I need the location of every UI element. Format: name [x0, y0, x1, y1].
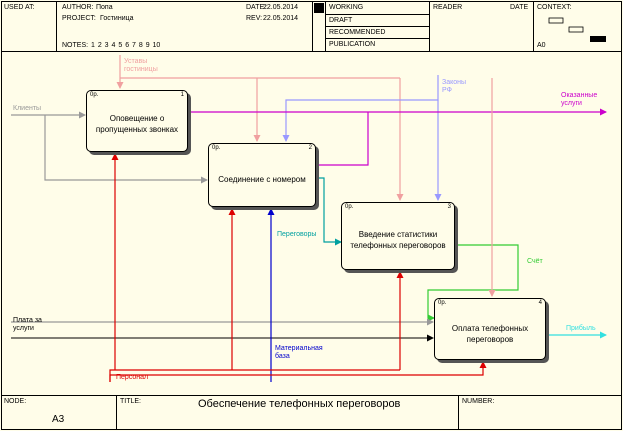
project-label: PROJECT:	[62, 15, 96, 22]
used-at-label: USED AT:	[4, 4, 35, 11]
diagram-title: Обеспечение телефонных переговоров	[198, 398, 401, 410]
label-plata: Плата за услуги	[13, 317, 42, 332]
arrow-personal	[109, 153, 487, 382]
author-value: Попа	[96, 4, 113, 11]
notes-label: NOTES:	[62, 42, 89, 49]
label-personal: Персонал	[116, 374, 149, 381]
arrow-zakony	[282, 75, 442, 201]
project-value: Гостиница	[100, 15, 134, 22]
box-cost: 0р.	[438, 300, 447, 306]
status-publication: PUBLICATION	[329, 41, 376, 48]
box-number: 3	[447, 204, 451, 210]
author-label: AUTHOR:	[62, 4, 94, 11]
arrow-schet	[427, 244, 519, 322]
box-number: 4	[538, 300, 542, 306]
label-zakony: Законы РФ	[442, 79, 467, 94]
label-schet: Счёт	[527, 258, 543, 265]
activity-box-3[interactable]: 0р. 3 Введение статистики телефонных пер…	[341, 202, 455, 270]
arrow-klienty	[11, 111, 208, 184]
box-label: Оплата телефонных переговоров	[451, 324, 529, 344]
box-number: 2	[308, 145, 312, 151]
activity-box-1[interactable]: 0р. 1 Оповещение о пропущенных звонках	[86, 90, 188, 152]
box-label: Введение статистики телефонных переговор…	[350, 230, 446, 250]
label-pribyl: Прибыль	[566, 325, 596, 332]
status-working: WORKING	[329, 4, 364, 11]
reader-date-label: DATE	[510, 4, 529, 11]
label-klienty: Клиенты	[13, 105, 42, 112]
label-ustavy: Уставы гостиницы	[124, 58, 158, 73]
date-label: DATE:	[246, 4, 267, 11]
activity-box-4[interactable]: 0р. 4 Оплата телефонных переговоров	[434, 298, 546, 360]
arrow-peregovory	[317, 177, 342, 246]
context-node-ref: A0	[537, 42, 546, 49]
box-number: 1	[180, 92, 184, 98]
box-label: Оповещение о пропущенных звонках	[95, 114, 179, 134]
box-cost: 0р.	[345, 204, 354, 210]
reader-label: READER	[433, 4, 463, 11]
status-recommended: RECOMMENDED	[329, 29, 386, 36]
date-value: 22.05.2014	[263, 4, 299, 11]
label-material: Материальная база	[275, 345, 323, 360]
node-value: A3	[52, 414, 65, 425]
box-cost: 0р.	[212, 145, 221, 151]
status-marker	[314, 3, 324, 13]
context-label: CONTEXT:	[537, 4, 572, 11]
label-okazannye: Оказанные услуги	[561, 92, 598, 107]
number-label: NUMBER:	[462, 398, 495, 405]
title-label: TITLE:	[120, 398, 142, 405]
context-thumbnail	[548, 17, 606, 42]
arrow-okazannye	[188, 108, 607, 166]
rev-label: REV:	[246, 15, 263, 22]
status-draft: DRAFT	[329, 17, 353, 24]
activity-box-2[interactable]: 0р. 2 Соединение с номером	[208, 143, 316, 207]
arrow-ustavy	[116, 55, 404, 201]
box-cost: 0р.	[90, 92, 99, 98]
rev-value: 22.05.2014	[263, 15, 299, 22]
node-label: NODE:	[4, 398, 27, 405]
notes-value: 1 2 3 4 5 6 7 8 9 10	[91, 42, 161, 49]
label-peregovory: Переговоры	[277, 231, 317, 238]
box-label: Соединение с номером	[218, 175, 306, 184]
